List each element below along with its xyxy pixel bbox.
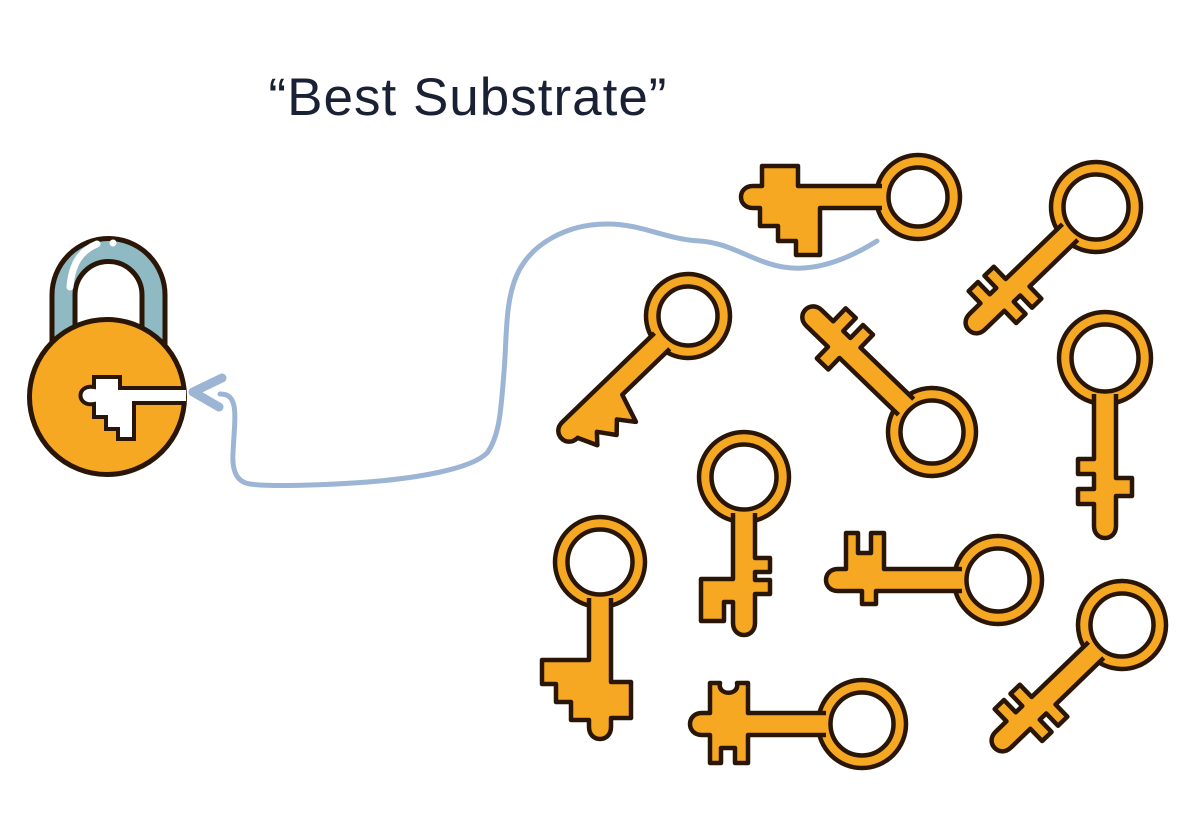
key-ring [885,385,979,479]
key-ring [552,514,648,610]
key-shaft-and-bit [701,513,770,635]
best-substrate-key [741,152,963,255]
key-ring [643,271,733,361]
key-shaft-and-bit [975,630,1115,768]
selection-curve [217,221,880,488]
arrow-head-icon [188,373,227,412]
key-shaft-and-bit [826,533,962,604]
shackle-shine-dot [109,239,117,247]
key-unotch-mid-right [826,533,1045,627]
key-ring [1075,578,1169,672]
key-ring [1048,159,1144,255]
key-roundnotch-bottom [690,677,909,771]
key-ring [873,152,963,242]
key-shaft-and-bit [542,598,631,739]
key-shaft-and-bit [741,166,882,255]
key-castle-middle [775,278,979,479]
key-ring [815,677,909,771]
key-saw-middle-left [532,271,733,469]
key-cross-top-right [937,159,1144,362]
key-cross-bottom-right [964,578,1169,780]
key-ring [1056,309,1154,407]
keys-group [532,152,1169,780]
key-shaft-and-bit [787,289,927,427]
key-shaped-keyhole [78,375,186,441]
key-step-lower-left [542,514,648,739]
padlock-shackle [49,236,168,348]
key-hook-center [696,429,792,635]
key-tabs-right [1056,309,1154,538]
key-shaft-and-bit [690,683,826,763]
key-shaft-and-bit [1078,394,1132,538]
page-title: “Best Substrate” [269,68,668,127]
shackle-shine [66,240,101,291]
key-ring [696,429,792,525]
key-ring [951,533,1045,627]
padlock [27,236,187,477]
